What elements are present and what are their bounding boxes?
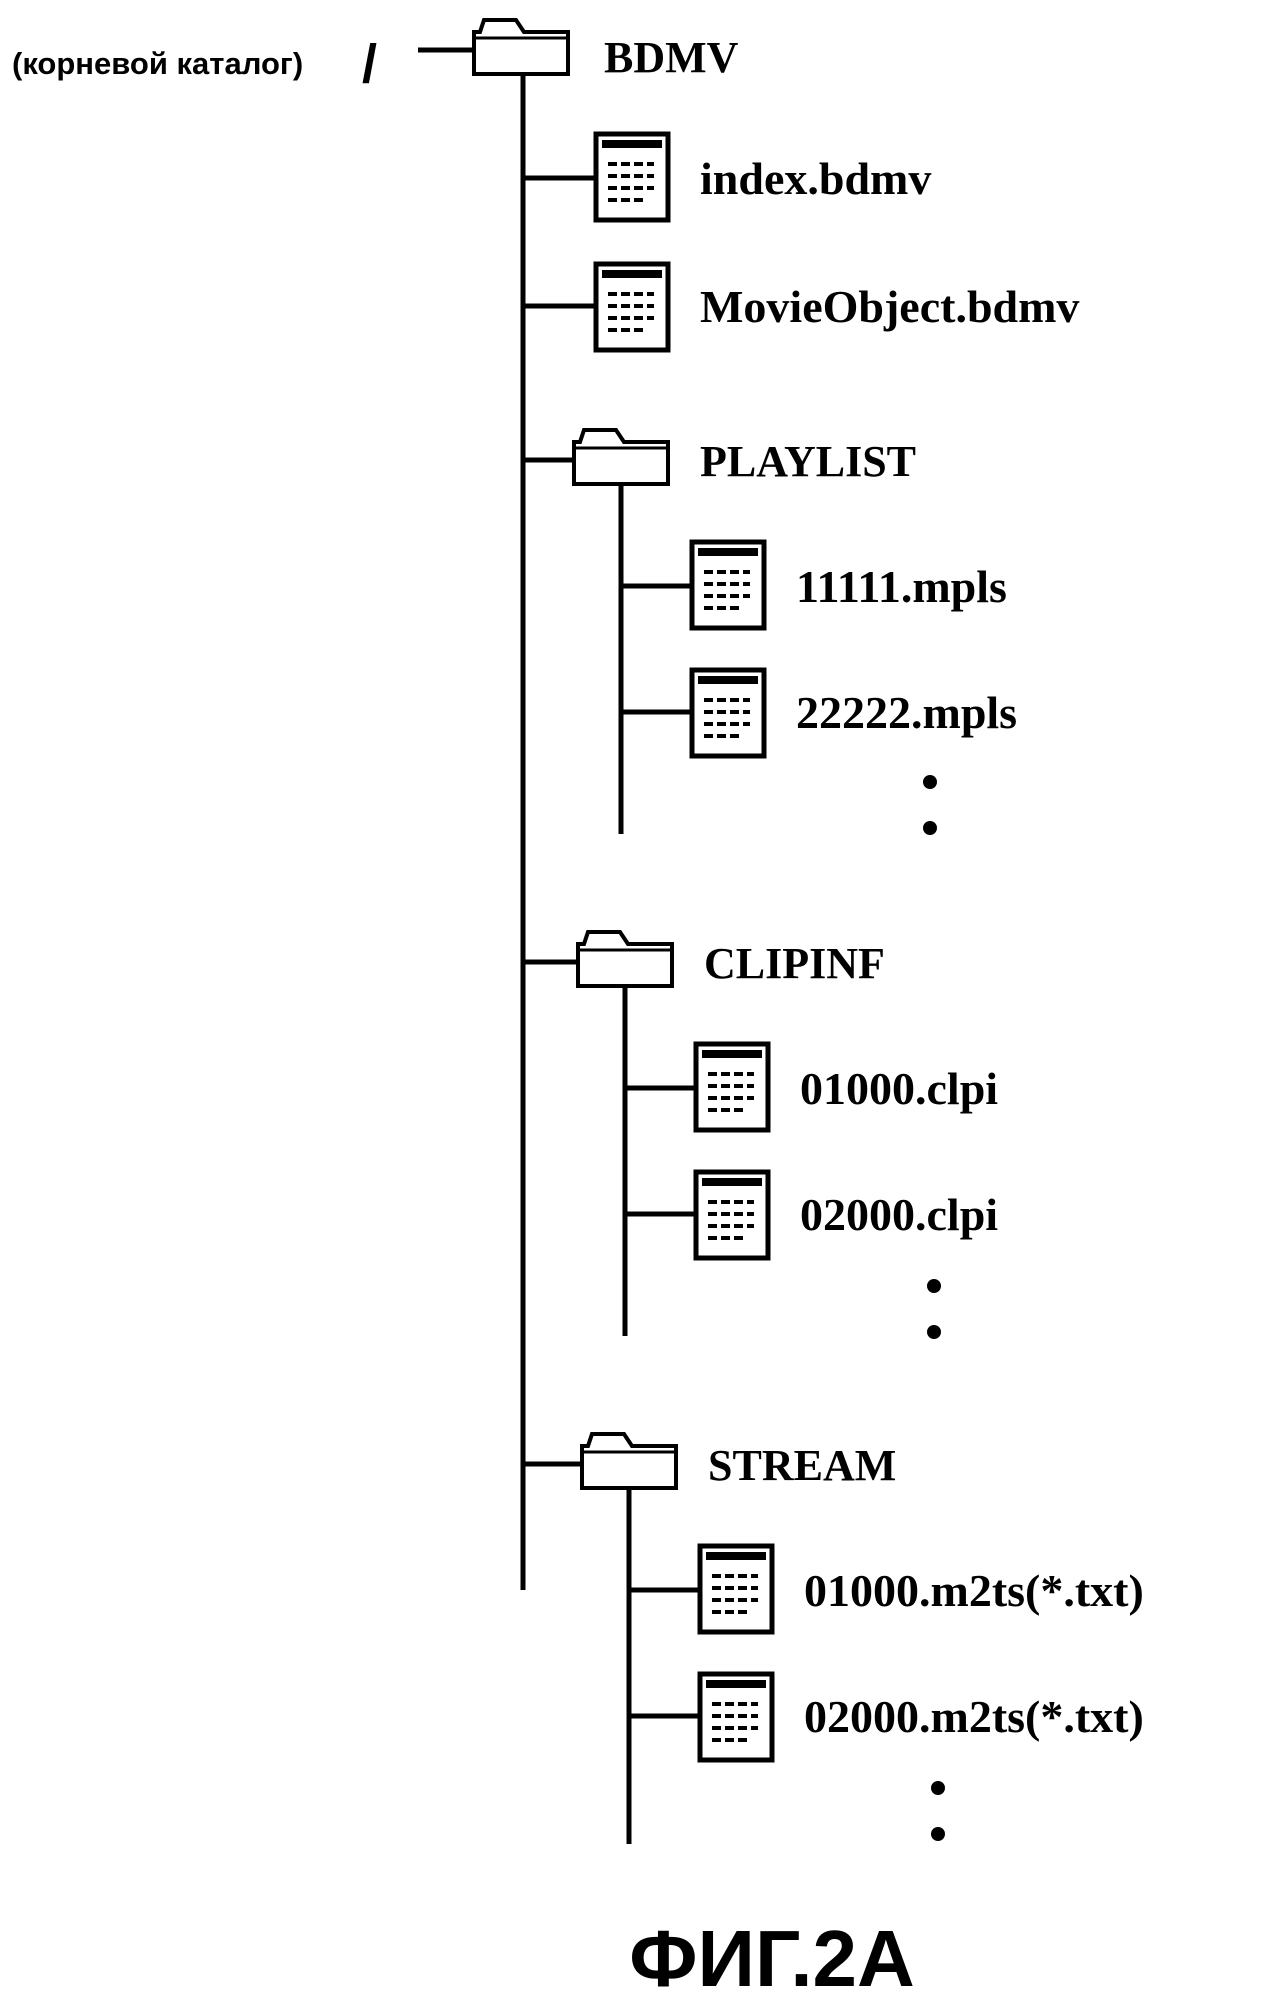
file-icon bbox=[693, 1169, 771, 1261]
folder-label-playlist: PLAYLIST bbox=[700, 437, 916, 486]
file-icon bbox=[689, 667, 767, 759]
file-icon bbox=[697, 1543, 775, 1635]
file-label: 02000.clpi bbox=[800, 1189, 998, 1240]
file-label: 01000.clpi bbox=[800, 1063, 998, 1114]
folder-label-stream: STREAM bbox=[708, 1441, 896, 1490]
file-icon bbox=[697, 1671, 775, 1763]
folder-icon bbox=[572, 428, 670, 486]
file-label: MovieObject.bdmv bbox=[700, 281, 1079, 332]
more-items-ellipsis bbox=[931, 1781, 945, 1841]
file-label: index.bdmv bbox=[700, 153, 931, 204]
file-icon bbox=[689, 539, 767, 631]
folder-label-clipinf: CLIPINF bbox=[704, 939, 885, 988]
folder-icon bbox=[576, 930, 674, 988]
file-icon bbox=[593, 261, 671, 353]
folder-label-bdmv: BDMV bbox=[604, 33, 739, 82]
root-directory-label: (корневой каталог) bbox=[12, 46, 303, 81]
more-items-ellipsis bbox=[927, 1279, 941, 1339]
file-label: 02000.m2ts(*.txt) bbox=[804, 1691, 1144, 1742]
file-label: 22222.mpls bbox=[796, 687, 1017, 738]
root-slash: / bbox=[362, 34, 377, 94]
file-icon bbox=[593, 131, 671, 223]
folder-icon bbox=[472, 18, 570, 76]
figure-caption: ФИГ.2A bbox=[629, 1914, 915, 2003]
folder-icon bbox=[580, 1432, 678, 1490]
file-icon bbox=[693, 1041, 771, 1133]
file-label: 11111.mpls bbox=[796, 561, 1007, 612]
file-label: 01000.m2ts(*.txt) bbox=[804, 1565, 1144, 1616]
more-items-ellipsis bbox=[923, 775, 937, 835]
